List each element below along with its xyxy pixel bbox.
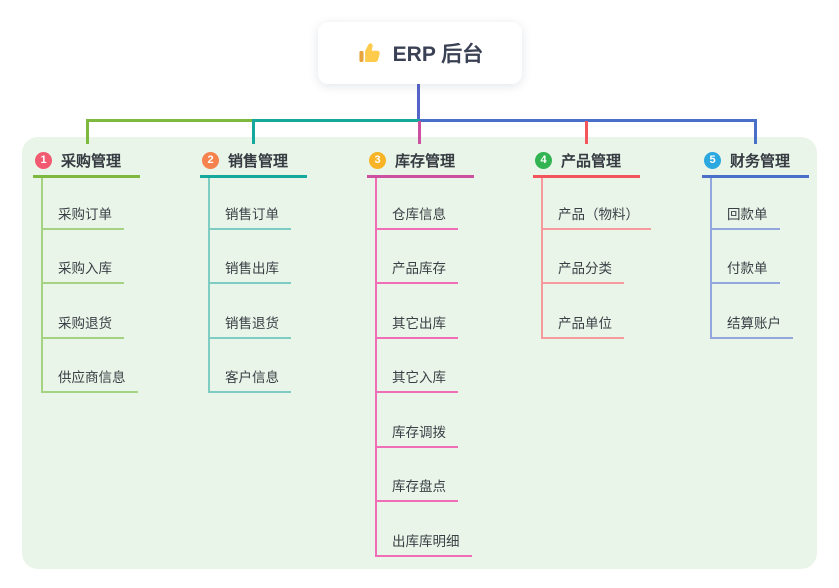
badge-5: 5 — [704, 152, 721, 169]
branch-inventory: 3 库存管理 仓库信息 产品库存 其它出库 其它入库 库存调拨 库存盘点 出库库… — [367, 146, 474, 557]
node-customer-info[interactable]: 客户信息 — [210, 339, 291, 393]
branch-purchase-children: 采购订单 采购入库 采购退货 供应商信息 — [41, 178, 140, 393]
connector-root-vertical — [417, 84, 420, 121]
node-product-material[interactable]: 产品（物料） — [543, 178, 651, 230]
connector-drop-finance — [754, 119, 757, 144]
branch-product-label: 产品管理 — [561, 153, 622, 170]
branch-inventory-label: 库存管理 — [395, 153, 456, 170]
branch-sales-header[interactable]: 2 销售管理 — [200, 146, 307, 178]
node-product-unit[interactable]: 产品单位 — [543, 284, 624, 339]
node-purchase-inbound[interactable]: 采购入库 — [43, 230, 124, 284]
connector-drop-product — [585, 121, 588, 144]
branch-inventory-header[interactable]: 3 库存管理 — [367, 146, 474, 178]
node-outbound-detail[interactable]: 出库库明细 — [377, 502, 472, 557]
node-sales-order[interactable]: 销售订单 — [210, 178, 291, 230]
node-supplier-info[interactable]: 供应商信息 — [43, 339, 138, 393]
node-product-stock[interactable]: 产品库存 — [377, 230, 458, 284]
badge-2: 2 — [202, 152, 219, 169]
branch-finance: 5 财务管理 回款单 付款单 结算账户 — [702, 146, 809, 339]
branch-purchase-label: 采购管理 — [61, 153, 122, 170]
node-other-outbound[interactable]: 其它出库 — [377, 284, 458, 339]
connector-drop-purchase — [86, 119, 89, 144]
branch-finance-children: 回款单 付款单 结算账户 — [710, 178, 809, 339]
badge-1: 1 — [35, 152, 52, 169]
node-collection-bill[interactable]: 回款单 — [712, 178, 780, 230]
node-other-inbound[interactable]: 其它入库 — [377, 339, 458, 393]
branch-inventory-children: 仓库信息 产品库存 其它出库 其它入库 库存调拨 库存盘点 出库库明细 — [375, 178, 474, 557]
root-label: ERP 后台 — [392, 43, 484, 66]
connector-bus-green — [86, 119, 254, 122]
node-purchase-order[interactable]: 采购订单 — [43, 178, 124, 230]
connector-bus-blue — [420, 119, 757, 122]
connector-drop-sales — [252, 119, 255, 144]
branch-purchase: 1 采购管理 采购订单 采购入库 采购退货 供应商信息 — [33, 146, 140, 393]
branch-finance-label: 财务管理 — [730, 153, 791, 170]
badge-3: 3 — [369, 152, 386, 169]
badge-4: 4 — [535, 152, 552, 169]
root-node[interactable]: ERP 后台 — [318, 22, 522, 84]
branch-purchase-header[interactable]: 1 采购管理 — [33, 146, 140, 178]
node-purchase-return[interactable]: 采购退货 — [43, 284, 124, 339]
branch-product: 4 产品管理 产品（物料） 产品分类 产品单位 — [533, 146, 651, 339]
branch-sales: 2 销售管理 销售订单 销售出库 销售退货 客户信息 — [200, 146, 307, 393]
node-stock-taking[interactable]: 库存盘点 — [377, 448, 458, 502]
branch-sales-children: 销售订单 销售出库 销售退货 客户信息 — [208, 178, 307, 393]
branch-product-header[interactable]: 4 产品管理 — [533, 146, 640, 178]
connector-bus-teal — [254, 119, 420, 122]
node-settle-account[interactable]: 结算账户 — [712, 284, 793, 339]
node-warehouse-info[interactable]: 仓库信息 — [377, 178, 458, 230]
node-product-category[interactable]: 产品分类 — [543, 230, 624, 284]
node-sales-outbound[interactable]: 销售出库 — [210, 230, 291, 284]
thumbs-up-icon — [357, 40, 383, 66]
node-sales-return[interactable]: 销售退货 — [210, 284, 291, 339]
connector-drop-inventory — [418, 121, 421, 144]
node-stock-transfer[interactable]: 库存调拨 — [377, 393, 458, 448]
node-payment-bill[interactable]: 付款单 — [712, 230, 780, 284]
branches-panel — [22, 137, 817, 569]
branch-sales-label: 销售管理 — [228, 153, 289, 170]
branch-finance-header[interactable]: 5 财务管理 — [702, 146, 809, 178]
branch-product-children: 产品（物料） 产品分类 产品单位 — [541, 178, 651, 339]
